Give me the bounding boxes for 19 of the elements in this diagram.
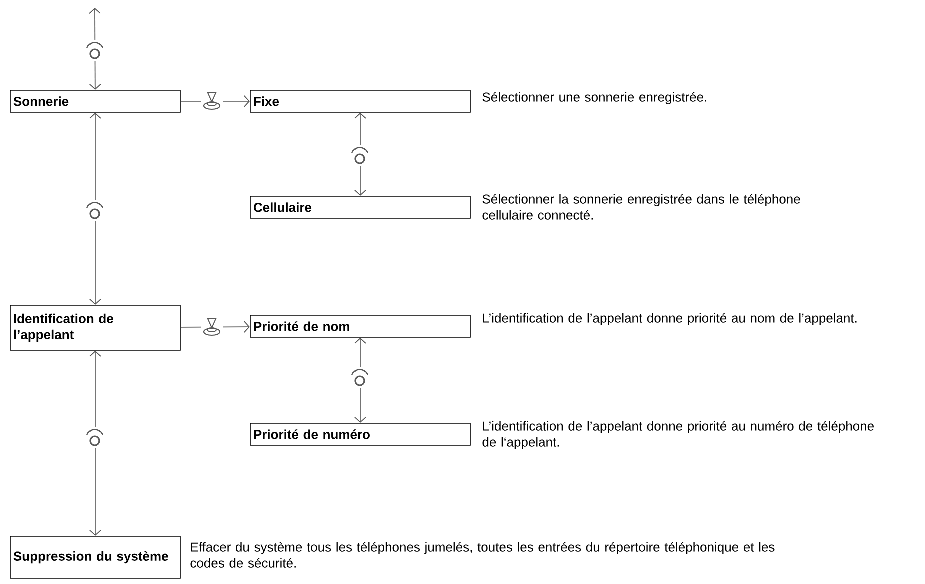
arrow bbox=[180, 96, 250, 108]
arrow bbox=[89, 8, 102, 90]
arrow bbox=[354, 112, 366, 196]
menu-box: Priorité de numéro bbox=[250, 423, 471, 446]
description-text: L’identification de l’appelant donne priorité au numéro de téléphone de l‘appelant. bbox=[482, 421, 874, 450]
menu-box: Suppression du système bbox=[10, 536, 181, 579]
arrow bbox=[180, 321, 250, 334]
menu-box: Identification de l’appelant bbox=[10, 305, 181, 351]
description-text: Sélectionner la sonnerie enregistrée dans le téléphone cellulaire connecté. bbox=[482, 194, 800, 220]
description-text: L’identification de l’appelant donne priorité au nom de l’appelant. bbox=[483, 313, 857, 326]
menu-box: Fixe bbox=[250, 90, 471, 113]
menu-box: Sonnerie bbox=[10, 90, 181, 113]
description-text: Sélectionner une sonnerie enregistrée. bbox=[482, 92, 706, 104]
arrow bbox=[90, 350, 102, 536]
menu-box: Cellulaire bbox=[250, 196, 471, 219]
arrow bbox=[354, 338, 366, 423]
description-text: Effacer du système tous les téléphones jumelés, toutes les entrées du répertoire téléphonique et les codes de sécurité. bbox=[190, 542, 775, 568]
arrow bbox=[90, 112, 102, 305]
menu-box: Priorité de nom bbox=[250, 315, 471, 338]
